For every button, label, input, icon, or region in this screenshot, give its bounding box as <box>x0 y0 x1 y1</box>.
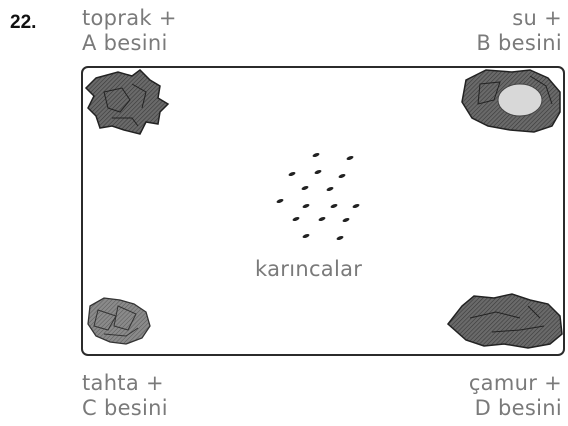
ant <box>342 217 350 223</box>
label-a-food: toprak + A besini <box>82 6 177 56</box>
ants-label: karıncalar <box>255 257 363 281</box>
ant <box>318 216 326 222</box>
ant <box>352 203 360 209</box>
ant <box>326 186 334 192</box>
label-d-line1: çamur + <box>468 371 562 395</box>
label-d-line2: D besini <box>474 396 562 420</box>
ant <box>330 203 338 209</box>
question-number: 22. <box>10 12 37 33</box>
label-c-line1: tahta + <box>82 371 164 395</box>
ant <box>302 203 310 209</box>
label-c-food: tahta + C besini <box>82 371 168 421</box>
water-rock-icon <box>461 69 561 133</box>
ant <box>338 173 346 179</box>
mud-icon <box>446 293 563 349</box>
ant <box>302 233 310 239</box>
ant <box>346 155 354 161</box>
soil-clump-icon <box>84 69 170 135</box>
label-b-food: su + B besini <box>476 6 562 56</box>
ant <box>288 171 296 177</box>
label-b-line1: su + <box>512 6 562 30</box>
ant <box>314 169 322 175</box>
label-b-line2: B besini <box>476 31 562 55</box>
label-c-line2: C besini <box>82 396 168 420</box>
ant <box>276 198 284 204</box>
experiment-box <box>81 66 565 356</box>
wood-chips-icon <box>87 297 151 345</box>
ant <box>312 152 320 158</box>
label-a-line2: A besini <box>82 31 168 55</box>
ants-group <box>276 152 360 241</box>
label-a-line1: toprak + <box>82 6 177 30</box>
ant <box>301 185 309 191</box>
ant <box>292 216 300 222</box>
label-d-food: çamur + D besini <box>469 371 562 421</box>
ant <box>336 235 344 241</box>
